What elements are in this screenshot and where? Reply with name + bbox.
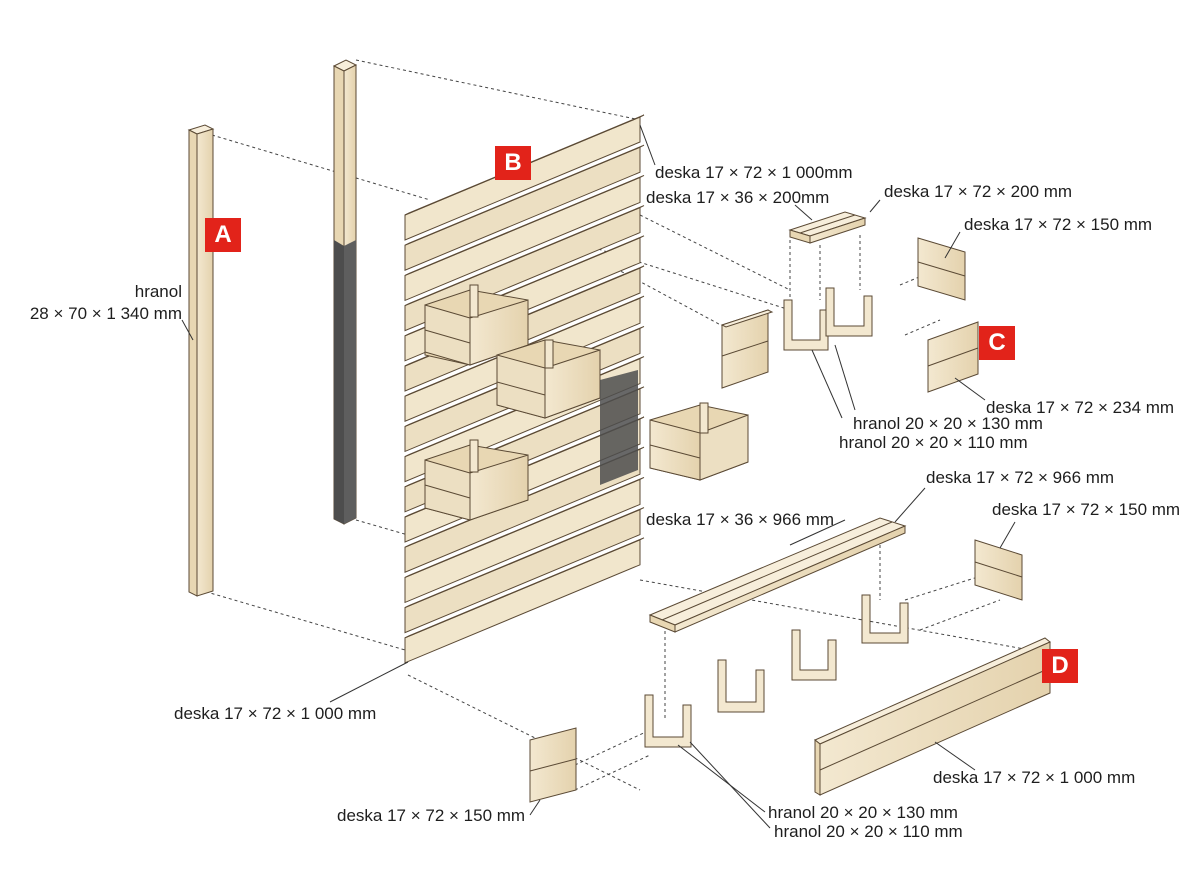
- d-post-short-label: hranol 20 × 20 × 110 mm: [774, 822, 963, 841]
- d-post-long-label: hranol 20 × 20 × 130 mm: [768, 803, 958, 822]
- part-b-mounted-boxes: [424, 284, 638, 521]
- c-side-label: deska 17 × 72 × 234 mm: [986, 398, 1175, 417]
- panel-slat-top: [404, 476, 645, 578]
- part-d-badge: D: [1042, 649, 1078, 683]
- top-board-label: deska 17 × 72 × 1 000mm: [655, 163, 853, 182]
- part-b-badge: B: [495, 146, 531, 180]
- c-end-label: deska 17 × 72 × 150 mm: [964, 215, 1153, 234]
- panel-slat-top: [404, 537, 645, 639]
- bottom-board-label: deska 17 × 72 × 1 000 mm: [174, 704, 377, 723]
- part-b-back-post: [332, 59, 358, 525]
- part-c-components: [720, 211, 979, 393]
- d-end-left-label: deska 17 × 72 × 150 mm: [337, 806, 526, 825]
- leader-lines: [181, 124, 1016, 829]
- post-a-dims-label: 28 × 70 × 1 340 mm: [29, 304, 182, 323]
- panel-slat-top: [404, 507, 645, 609]
- panel-slat-top: [404, 144, 645, 246]
- part-d-components: [529, 517, 1051, 803]
- part-a-post: [187, 124, 215, 597]
- panel-slat-top: [404, 205, 645, 307]
- c-bottom-label: deska 17 × 72 × 200 mm: [884, 182, 1073, 201]
- d-strip-label: deska 17 × 36 × 966 mm: [646, 510, 835, 529]
- d-end-right-label: deska 17 × 72 × 150 mm: [992, 500, 1181, 519]
- part-a-badge: A: [205, 218, 241, 252]
- d-side-label: deska 17 × 72 × 1 000 mm: [933, 768, 1136, 787]
- c-post-long-label: hranol 20 × 20 × 130 mm: [853, 414, 1043, 433]
- c-post-short-label: hranol 20 × 20 × 110 mm: [839, 433, 1028, 452]
- post-a-name-label: hranol: [134, 282, 182, 301]
- c-strip-label: deska 17 × 36 × 200mm: [646, 188, 830, 207]
- part-b-loose-box: [649, 402, 749, 481]
- panel-slat-top: [404, 174, 645, 276]
- part-c-badge: C: [979, 326, 1015, 360]
- d-bottom-label: deska 17 × 72 × 966 mm: [926, 468, 1115, 487]
